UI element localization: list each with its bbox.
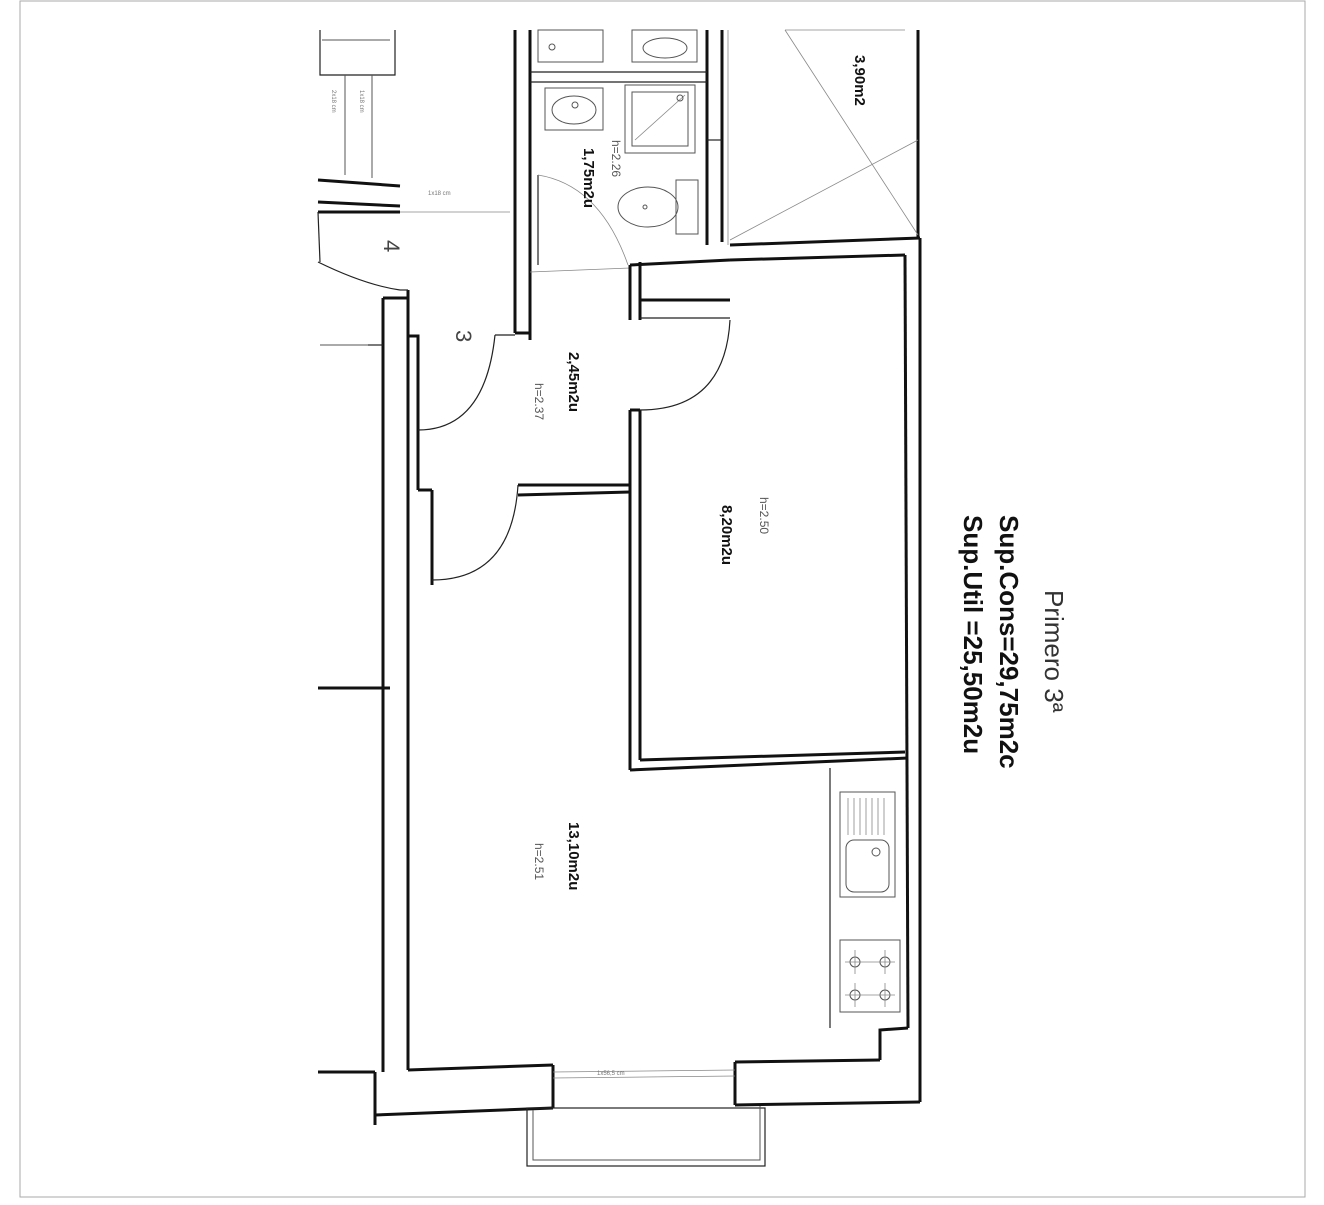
unit-title: Primero 3ª [1039,590,1069,713]
door-swings [317,211,731,581]
bathroom-walls [513,30,731,340]
interior-walls [368,289,909,772]
shower-icon [624,84,696,154]
balcony [526,1069,766,1167]
terrace-area-label: 3,90m2 [851,55,868,106]
kitchen-sink-icon [839,791,896,898]
living-kitchen-height-label: h=2.51 [532,843,546,880]
cooktop-icon [839,939,901,1013]
neighbor-shower-icon [537,29,604,63]
hall-area-label: 2,45m2u [565,352,582,412]
bedroom-height-label: h=2.50 [757,497,771,534]
hall-height-label: h=2.37 [532,383,546,420]
bathroom-area-label: 1,75m2u [580,148,597,208]
bathroom-fixtures [537,29,699,266]
unit4-door-swing-icon [317,261,401,291]
toilet-icon [617,179,699,235]
door-number-4: 4 [379,240,404,252]
built-area-summary: Sup.Cons=29,75m2c [994,515,1024,769]
neighbor-sink-icon [631,29,698,63]
dimension-window-a: 1x18 cm [358,90,364,113]
page-frame [19,0,1306,1198]
bathroom-height-label: h=2.26 [609,140,623,177]
bedroom-door-swing-icon [639,319,731,411]
entry-door-swing-icon [417,334,496,431]
bedroom-area-label: 8,20m2u [718,505,735,565]
exterior-walls [374,236,922,1117]
usable-area-summary: Sup.Util =25,50m2u [958,515,988,754]
washbasin-icon [544,87,604,131]
dimension-door-top: 1x18 cm [428,191,451,197]
kitchen-counter [829,768,901,1028]
living-kitchen-area-label: 13,10m2u [565,822,582,890]
living-door-swing-icon [431,484,519,581]
neighbor-unit-walls [317,30,401,1125]
dimension-window-b: 2x18 cm [330,90,336,113]
terrace [727,29,920,245]
door-number-3: 3 [451,330,476,342]
dimension-window-bottom: 1x56,5 cm [597,1071,625,1077]
